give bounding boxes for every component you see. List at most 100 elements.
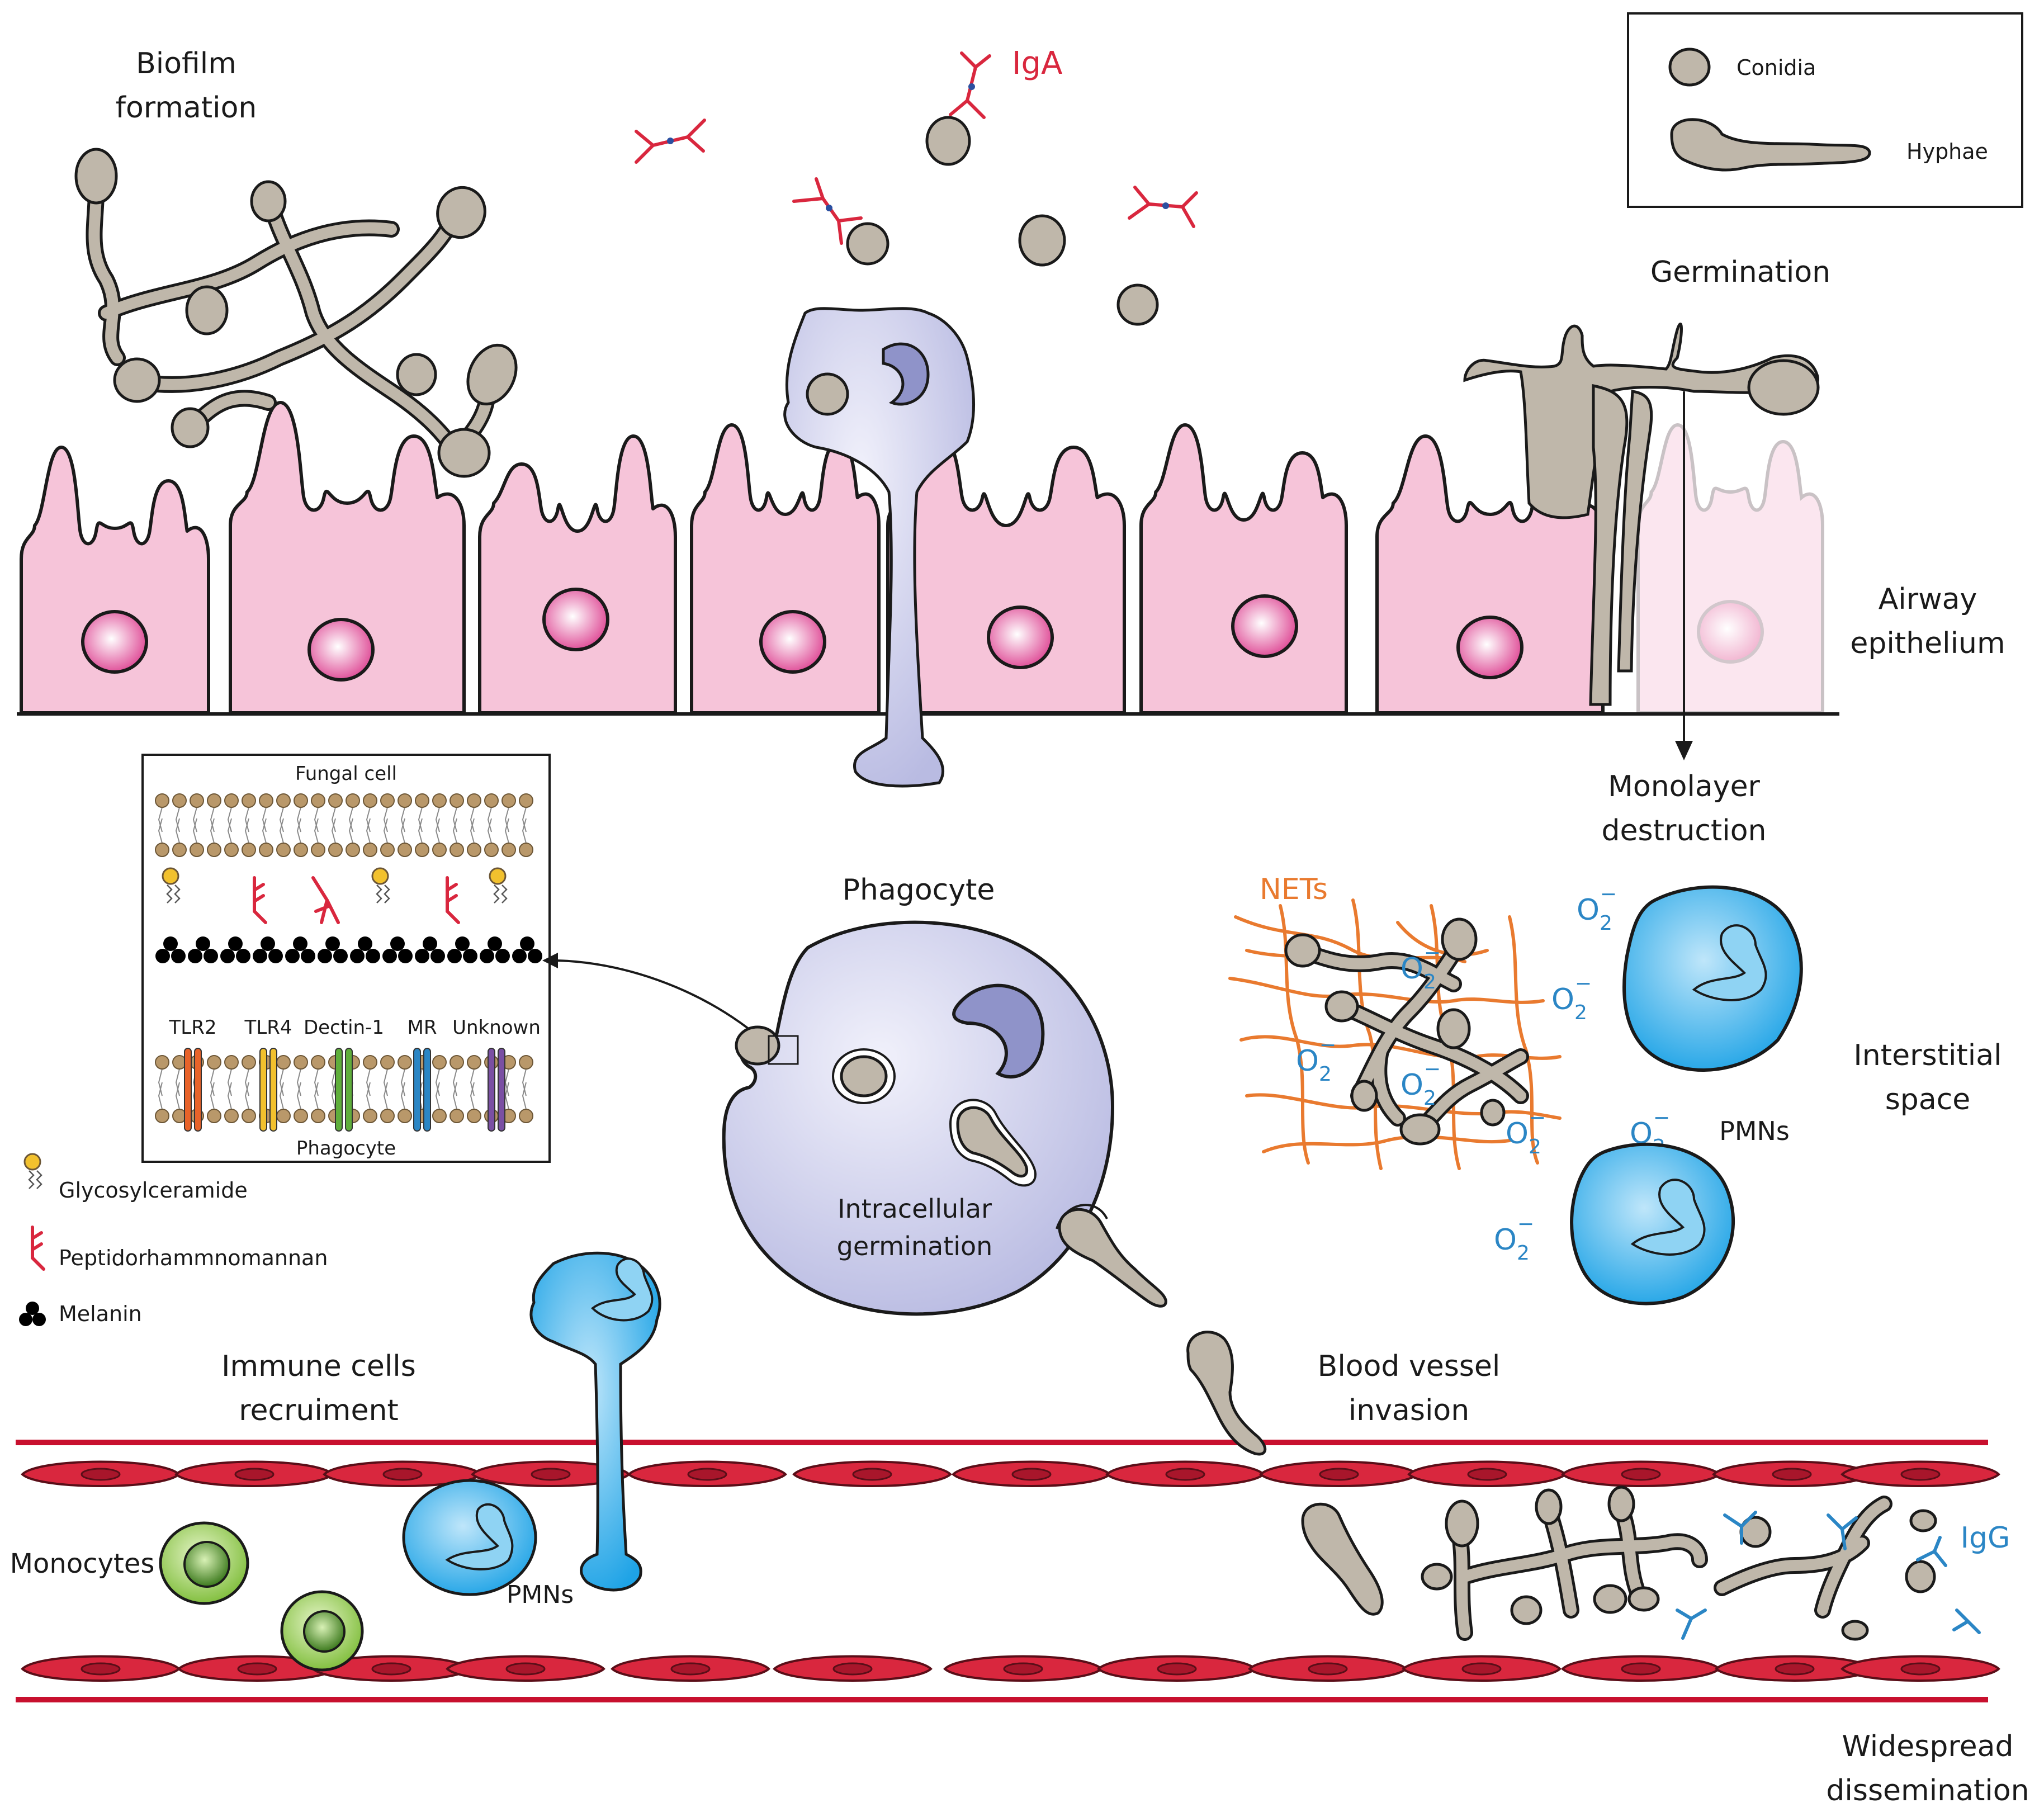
intracellular-label-line2: germination: [837, 1231, 993, 1261]
interstitial-label-line1: Interstitial: [1853, 1039, 2002, 1072]
receptor-bar: [345, 1048, 353, 1132]
endothelial-nucleus: [1308, 1662, 1348, 1676]
legend-frame: [1627, 12, 2023, 208]
endothelial-nucleus: [670, 1662, 711, 1676]
iga-antibody-4: [1128, 186, 1198, 228]
epithelial-cell: [478, 434, 677, 715]
endothelial-nucleus: [852, 1468, 892, 1481]
nets-label: NETs: [1260, 873, 1328, 906]
endothelial-nucleus: [505, 1662, 546, 1676]
epithelial-nucleus: [542, 588, 609, 651]
epithelial-cell: [20, 446, 210, 715]
igg-label: IgG: [1961, 1521, 2010, 1555]
endothelium-top: [21, 1460, 2000, 1487]
immune-recruitment-label-line2: recruiment: [239, 1394, 399, 1427]
epithelial-nucleus: [81, 610, 148, 674]
widespread-label-line1: Widespread: [1842, 1730, 2014, 1763]
epithelial-nucleus: [1231, 594, 1298, 658]
blood-vessel-label-line2: invasion: [1349, 1394, 1469, 1427]
superoxide-labels: O2−O2−O2−O2−O2−O2−O2−O2−: [1296, 883, 1670, 1265]
central-phagocyte: [722, 920, 1167, 1316]
epithelial-cell: [690, 423, 881, 715]
invading-hypha: [1186, 1331, 1267, 1456]
receptor-bar: [194, 1048, 202, 1132]
germination-hyphae: [1463, 323, 1820, 706]
interstitial-label-line2: space: [1885, 1083, 1971, 1116]
airway-label-line2: epithelium: [1850, 627, 2005, 660]
epithelial-nucleus: [759, 610, 826, 674]
monocyte-2: [280, 1590, 364, 1672]
endothelial-nucleus: [234, 1468, 275, 1481]
germination-label: Germination: [1650, 256, 1830, 289]
key-glycosylceramide: Glycosylceramide: [59, 1178, 248, 1203]
airway-label-line1: Airway: [1879, 583, 1977, 616]
conidium-iga-1: [925, 116, 971, 166]
destroyed-epithelial-cell: [1636, 423, 1824, 715]
receptor-label: TLR2: [169, 1016, 217, 1039]
pmn-interstitial-2: [1570, 1142, 1735, 1305]
receptor-bar: [488, 1048, 495, 1132]
inset-pointer-head: [542, 953, 558, 968]
conidium-iga-2: [846, 222, 889, 266]
migrating-pmn: [529, 1251, 661, 1592]
pmn-interstitial-1: [1622, 885, 1803, 1072]
legend-box: Conidia Hyphae: [1627, 12, 2023, 208]
endothelial-nucleus: [81, 1662, 121, 1676]
endothelial-nucleus: [1467, 1468, 1507, 1481]
receptor-bar: [335, 1048, 343, 1132]
legend-hyphae-icon: [1670, 118, 1871, 172]
endothelial-nucleus: [371, 1662, 411, 1676]
receptor-bar: [413, 1048, 421, 1132]
receptor-label: MR: [408, 1016, 437, 1039]
nets-trapped-hyphae: [1284, 917, 1529, 1146]
iga-antibody-2: [949, 51, 991, 119]
monolayer-arrow-head: [1675, 741, 1693, 760]
receptors: [184, 1048, 505, 1132]
endothelial-nucleus: [1319, 1468, 1359, 1481]
inset-fungal-cell-title: Fungal cell: [295, 763, 397, 785]
widespread-label-line2: dissemination: [1826, 1774, 2029, 1808]
biofilm-label-line2: formation: [116, 91, 257, 125]
superoxide-label: O2−: [1506, 1106, 1546, 1158]
biofilm-label-line1: Biofilm: [136, 47, 236, 81]
superoxide-label: O2−: [1400, 942, 1441, 993]
endothelial-nucleus: [1165, 1468, 1205, 1481]
conidium-free-1: [1018, 214, 1066, 267]
immune-recruitment-label-line1: Immune cells: [221, 1350, 416, 1383]
endothelial-nucleus: [832, 1662, 873, 1676]
conidium-free-2: [1116, 283, 1159, 326]
epithelial-nucleus: [987, 605, 1054, 669]
intracellular-label-line1: Intracellular: [838, 1194, 992, 1224]
endothelial-nucleus: [382, 1468, 423, 1481]
disseminating-hyphae: [1301, 1485, 1937, 1641]
monocyte-1: [159, 1521, 249, 1605]
endothelial-nucleus: [1011, 1468, 1052, 1481]
endothelial-nucleus: [1775, 1662, 1815, 1676]
legend-conidia-icon: [1668, 48, 1711, 87]
phagocyte-label: Phagocyte: [843, 873, 995, 907]
receptor-label: Unknown: [452, 1016, 541, 1039]
migrating-phagocyte: [783, 307, 975, 788]
igg-antibodies: [1676, 1511, 1981, 1640]
melanin-layer: [155, 936, 542, 963]
endothelium-bottom: [21, 1655, 2000, 1682]
receptor-label: TLR4: [244, 1016, 292, 1039]
airway-epithelium: [20, 401, 1824, 715]
iga-antibody-1: [635, 119, 706, 164]
endothelial-nucleus: [1772, 1468, 1812, 1481]
pmns-right-label: PMNs: [1719, 1116, 1790, 1146]
pmns-left-label: PMNs: [507, 1581, 574, 1609]
monolayer-label-line2: destruction: [1601, 814, 1766, 848]
endothelial-nucleus: [1900, 1662, 1941, 1676]
endothelial-nucleus: [237, 1662, 277, 1676]
biofilm-cluster: [74, 148, 518, 478]
key-peptidorhamnomannan: Peptidorhammnomannan: [59, 1246, 328, 1270]
endothelial-nucleus: [531, 1468, 571, 1481]
superoxide-label: O2−: [1296, 1034, 1336, 1086]
receptor-bar: [498, 1048, 505, 1132]
fungal-cell-membrane: [155, 793, 533, 857]
monocytes-label: Monocytes: [10, 1548, 155, 1579]
